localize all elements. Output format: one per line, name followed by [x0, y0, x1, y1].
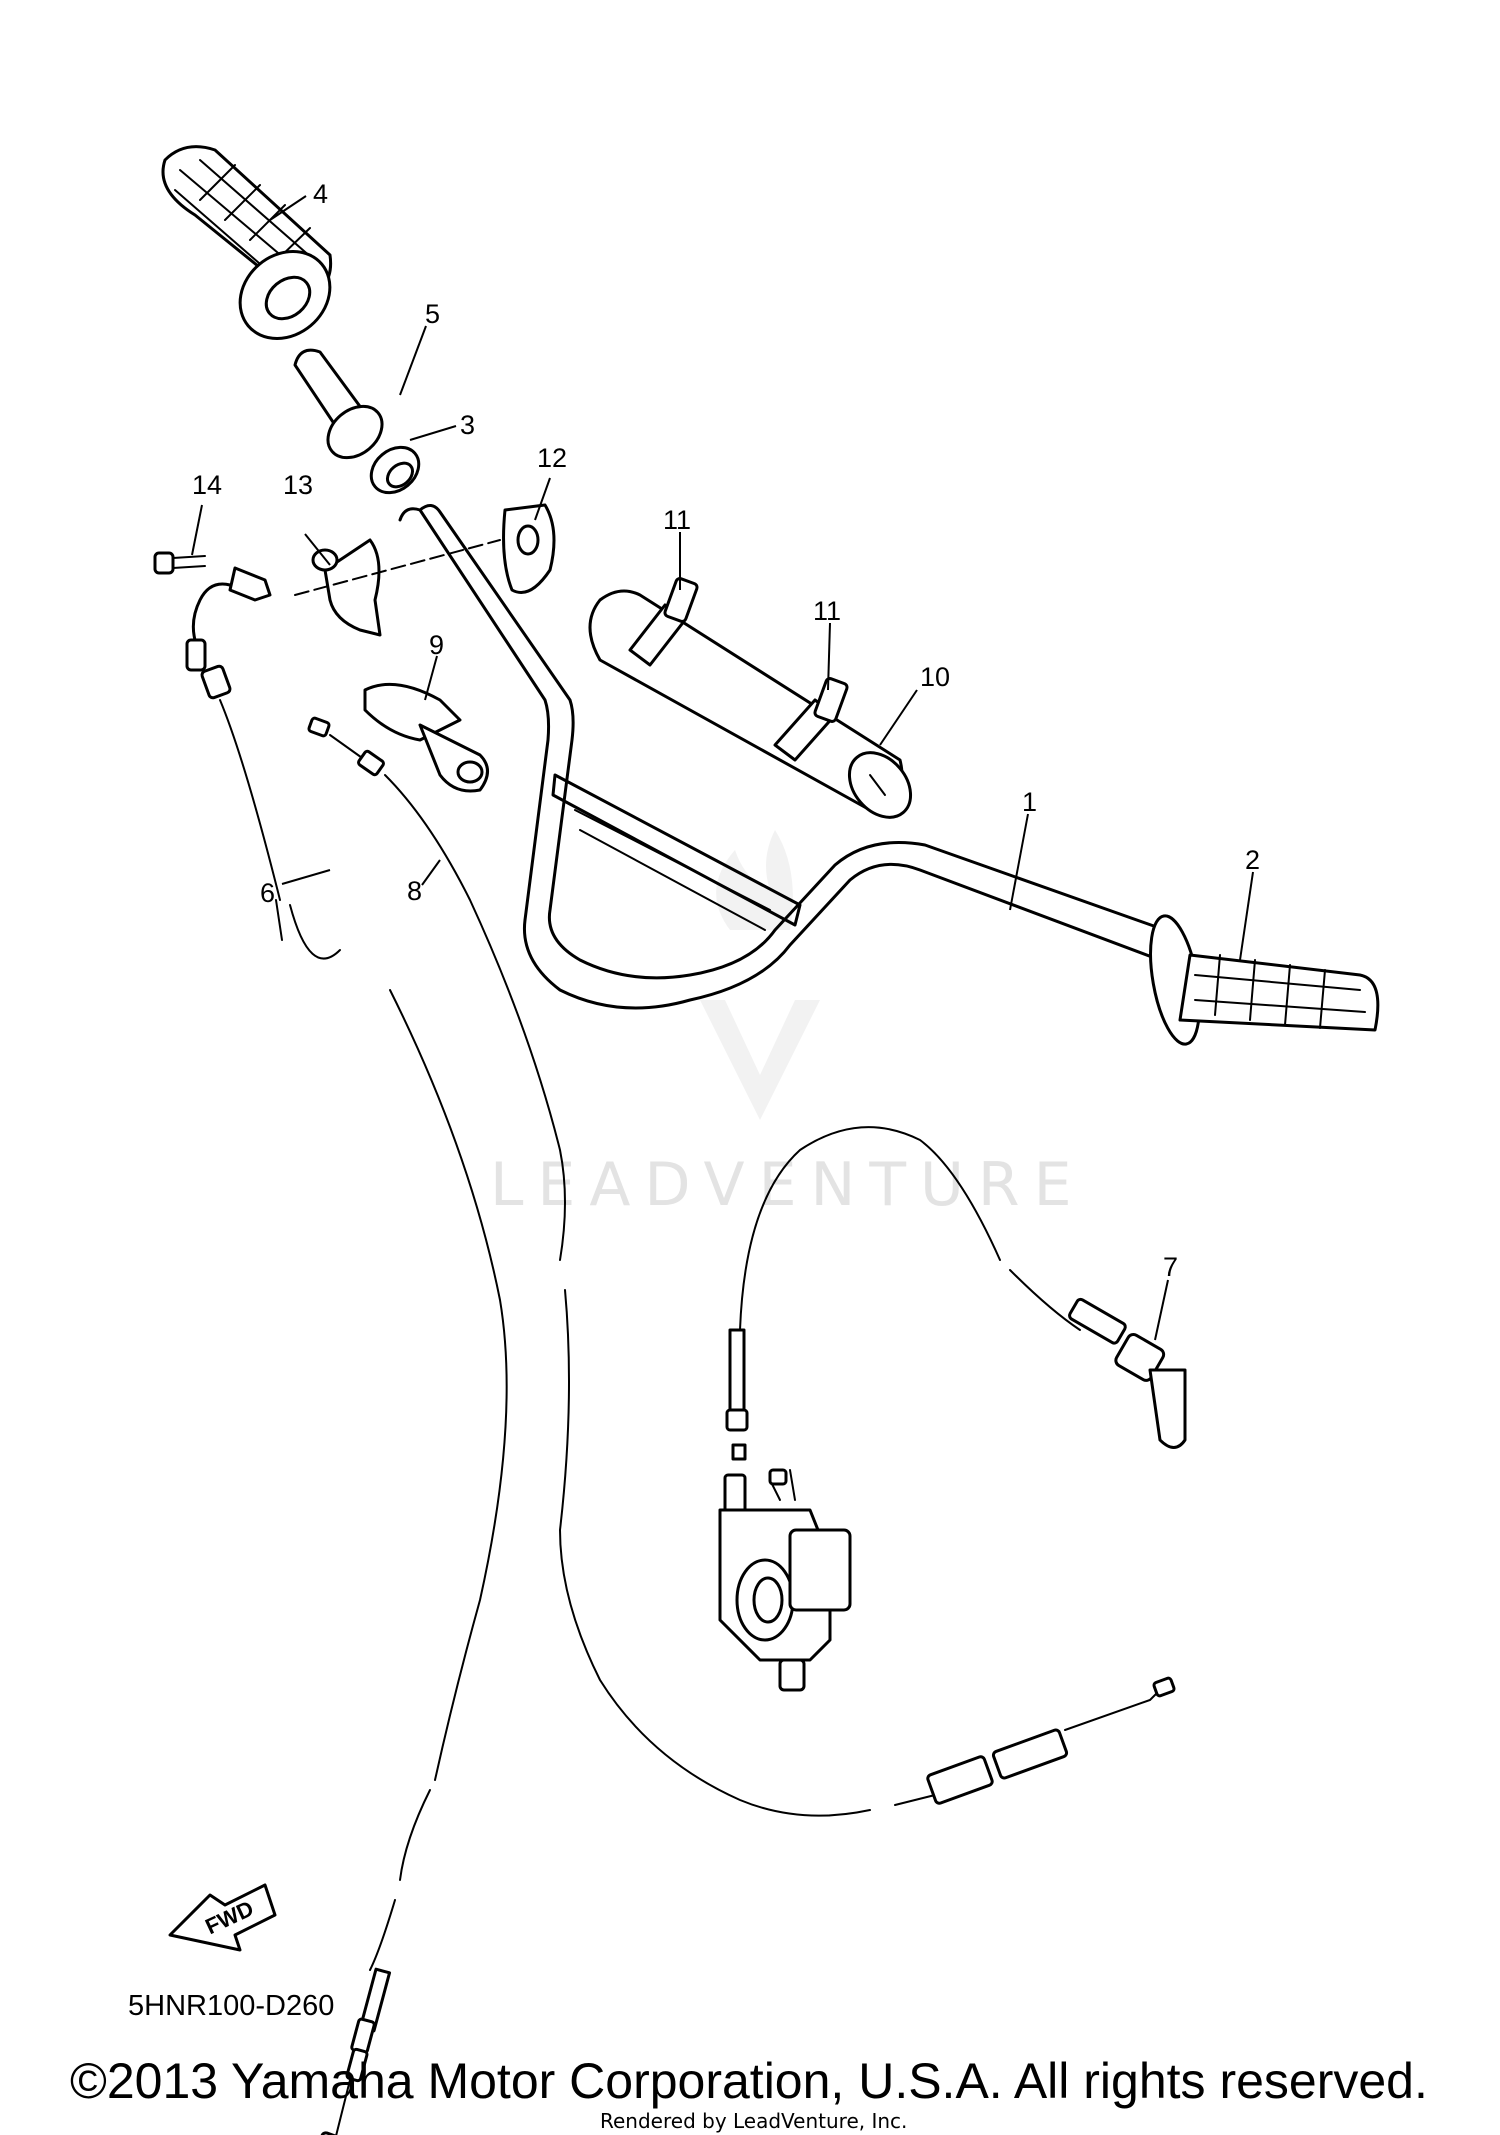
callout-leaders [191, 195, 1254, 1341]
right-grip[interactable] [1142, 912, 1380, 1048]
callout-8: 8 [407, 876, 422, 906]
callout-3: 3 [460, 410, 475, 440]
choke-cable-holder[interactable] [363, 682, 489, 793]
copyright-text: ©2013 Yamaha Motor Corporation, U.S.A. A… [70, 2053, 1428, 2109]
forward-direction-arrow-icon: FWD [168, 1883, 277, 1952]
callout-12: 12 [537, 443, 567, 473]
pad-strap-1[interactable] [628, 577, 699, 667]
throttle-cable[interactable] [219, 699, 508, 2135]
left-grip[interactable] [161, 145, 347, 357]
carburetor[interactable] [718, 1328, 852, 1692]
callout-1: 1 [1022, 787, 1037, 817]
handlebar[interactable] [398, 504, 1167, 1010]
callout-7: 7 [1163, 1252, 1178, 1282]
choke-cable[interactable] [307, 716, 1176, 1817]
callout-6: 6 [260, 878, 275, 908]
callout-13: 13 [283, 470, 313, 500]
throttle-cable-end[interactable] [185, 566, 272, 700]
handlebar-pad[interactable] [588, 589, 923, 829]
throttle-housing-lower[interactable] [311, 538, 382, 637]
screw[interactable] [153, 551, 206, 575]
callout-2: 2 [1245, 845, 1260, 875]
rendered-by-text: Rendered by LeadVenture, Inc. [600, 2109, 907, 2133]
diagram-code: 5HNR100-D260 [128, 1990, 334, 2022]
callout-4: 4 [313, 179, 328, 209]
callout-11-lower: 11 [813, 596, 841, 626]
leadventure-watermark-logo [700, 830, 820, 1120]
callout-5: 5 [425, 299, 440, 329]
callout-14: 14 [192, 470, 222, 500]
choke-knob-cable[interactable] [739, 1126, 1187, 1449]
callout-10: 10 [920, 662, 950, 692]
pad-strap-2[interactable] [773, 677, 849, 762]
throttle-housing-upper[interactable] [502, 503, 556, 594]
callout-11-upper: 11 [663, 505, 691, 535]
callouts: 1 2 3 4 5 6 7 8 9 10 11 11 12 13 14 [192, 179, 1260, 1282]
throttle-grip-tube[interactable] [293, 348, 428, 502]
watermark-text: LEADVENTURE [490, 1150, 1086, 1220]
callout-9: 9 [429, 630, 444, 660]
